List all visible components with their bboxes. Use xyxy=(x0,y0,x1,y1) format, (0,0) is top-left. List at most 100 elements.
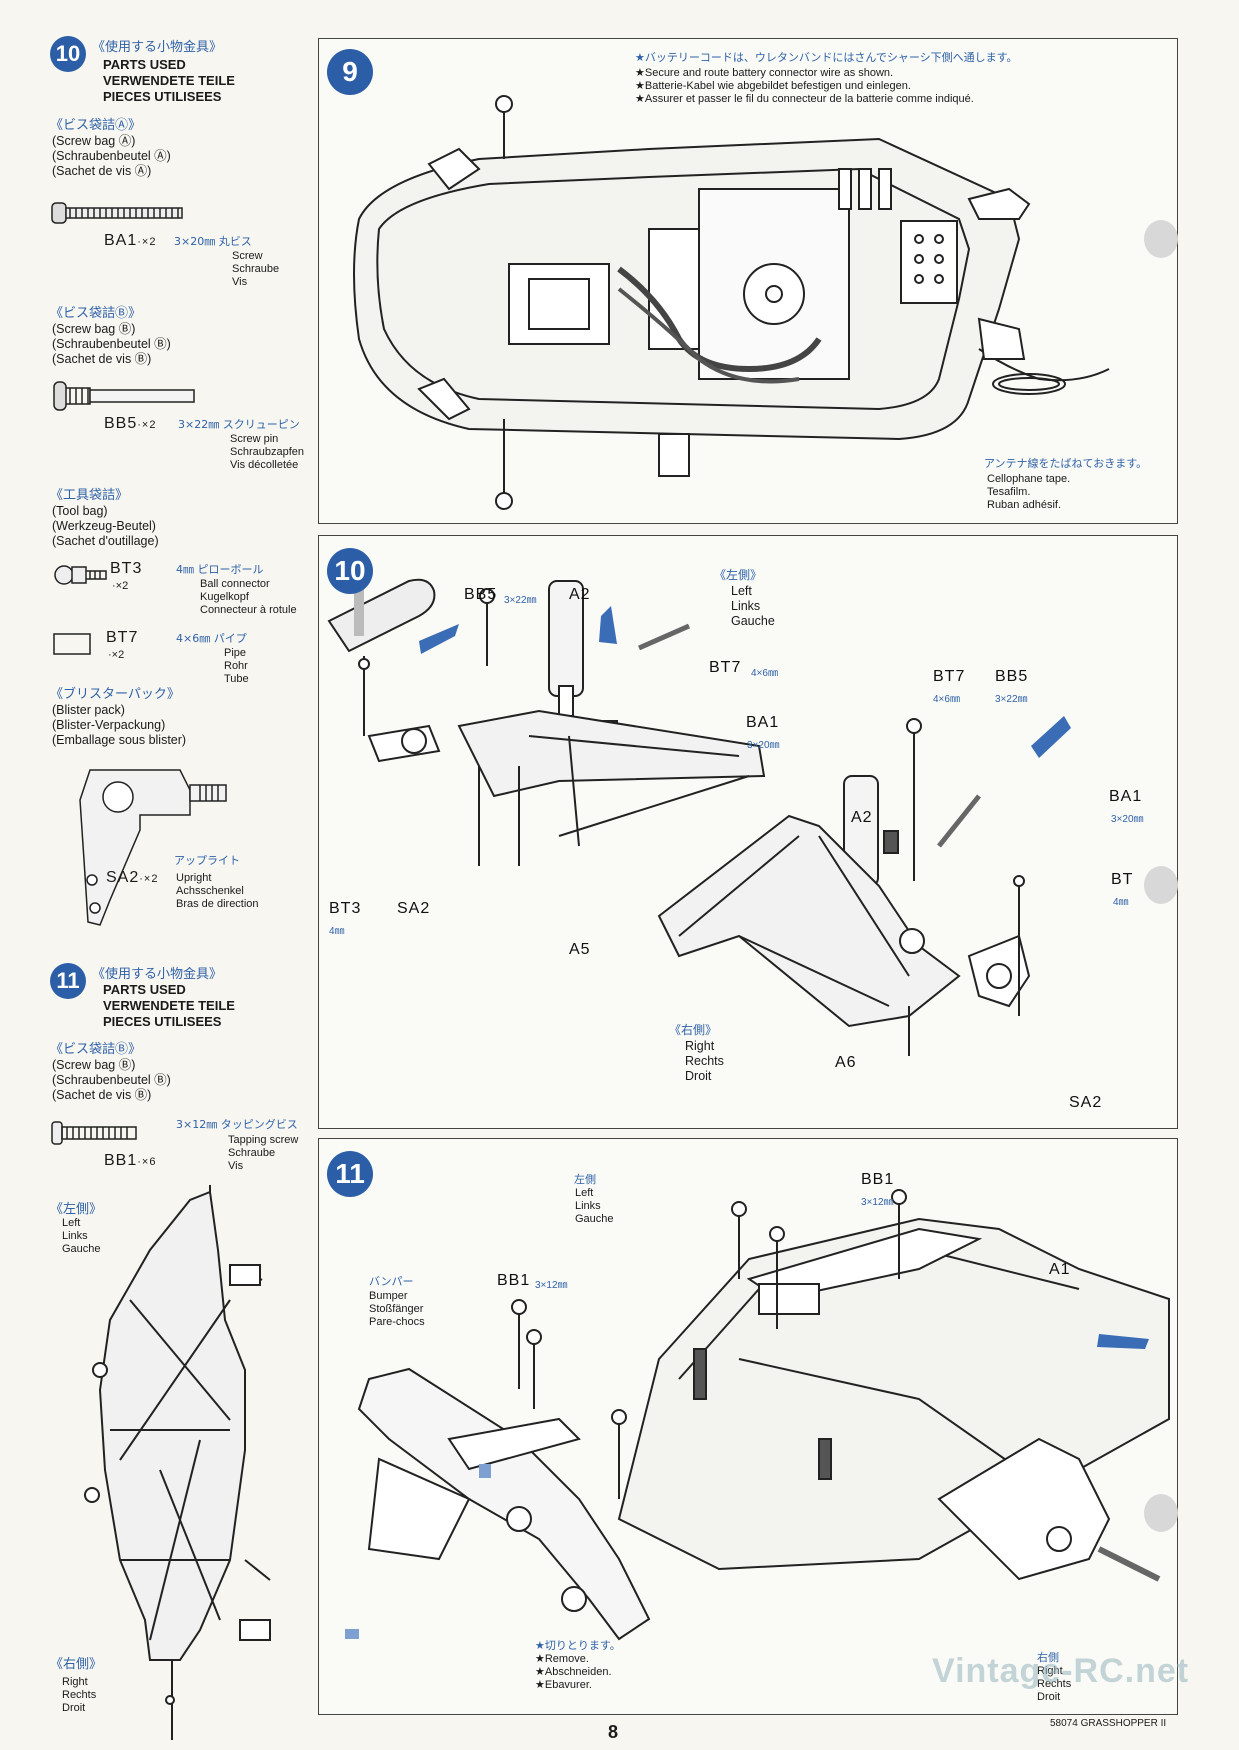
parts-used-jp: 《使用する小物金具》 xyxy=(92,40,223,55)
step-10-panel: 10 《左側》 Left Links Gauche BB5 3×22㎜ A2 B… xyxy=(318,535,1178,1129)
left-side-text: Left Links Gauche xyxy=(62,1217,101,1255)
label-a1: A1 xyxy=(1049,1261,1071,1278)
page-number: 8 xyxy=(608,1722,619,1742)
label-bb5: BB5 xyxy=(464,586,498,603)
bt7-spec-jp: 4×6㎜ パイプ xyxy=(176,632,247,645)
bt3-code: BT3 xyxy=(110,560,143,577)
parts-used-fr: PIECES UTILISEES xyxy=(103,89,222,104)
watermark: Vintage-RC.net xyxy=(932,1652,1190,1690)
label-ba1-spec: 3×20㎜ xyxy=(747,740,780,751)
bb1-code: BB1·×6 xyxy=(104,1152,157,1169)
label-bb5-spec: 3×22㎜ xyxy=(504,595,537,606)
bb5-pin-drawing xyxy=(53,381,195,411)
binder-hole-top xyxy=(1144,220,1178,258)
screw-bag-a-text: (Screw bag Ⓐ) (Schraubenbeutel Ⓐ) (Sache… xyxy=(52,134,171,178)
ba1-names: Screw Schraube Vis xyxy=(232,250,280,288)
binder-hole-middle xyxy=(1144,866,1178,904)
sa2-names: Upright Achsschenkel Bras de direction xyxy=(176,872,259,910)
bumper-label: Bumper Stoßfänger Pare-chocs xyxy=(369,1290,425,1328)
label-sa2-right: SA2 xyxy=(1069,1094,1103,1111)
step-11-badge: 11 xyxy=(50,963,86,999)
ba1-code: BA1·×2 xyxy=(104,232,157,249)
label-a5: A5 xyxy=(569,941,591,958)
left-label: Left Links Gauche xyxy=(731,584,775,628)
antenna-note-jp: アンテナ線をたばねておきます。 xyxy=(984,457,1148,470)
label-bb1-top-spec: 3×12㎜ xyxy=(861,1197,894,1208)
right-side-text: Right Rechts Droit xyxy=(62,1676,97,1714)
label-bb5-right: BB5 xyxy=(995,668,1029,685)
label-bb1: BB1 xyxy=(497,1272,531,1289)
parts-used-11-de: VERWENDETE TEILE xyxy=(103,998,235,1013)
screw-bag-a-jp: 《ビス袋詰Ⓐ》 xyxy=(50,118,142,133)
left-side-jp: 《左側》 xyxy=(50,1202,103,1217)
sa2-code: SA2·×2 xyxy=(106,869,159,886)
bt7-qty: ·×2 xyxy=(108,649,125,661)
label-bt7-right-spec: 4×6㎜ xyxy=(933,694,960,705)
step-11-panel: 11 左側 Left Links Gauche バンパー Bumper Stoß… xyxy=(318,1138,1178,1715)
bb5-code: BB5·×2 xyxy=(104,415,157,432)
label-bt7-spec: 4×6㎜ xyxy=(751,668,778,679)
parts-used-11-jp: 《使用する小物金具》 xyxy=(92,967,223,982)
left-label-11-jp: 左側 xyxy=(574,1173,596,1186)
label-bt3: BT3 xyxy=(329,900,362,917)
bt7-names: Pipe Rohr Tube xyxy=(224,647,249,685)
ba1-screw-drawing xyxy=(51,202,183,224)
label-bb1-spec: 3×12㎜ xyxy=(535,1280,568,1291)
right-label: Right Rechts Droit xyxy=(685,1039,724,1083)
side-frame-drawing xyxy=(84,1185,271,1740)
left-label-11: Left Links Gauche xyxy=(575,1187,614,1225)
screw-bag-b-11-text: (Screw bag Ⓑ) (Schraubenbeutel Ⓑ) (Sache… xyxy=(52,1058,171,1102)
bb1-names: Tapping screw Schraube Vis xyxy=(228,1134,299,1172)
label-bt7-right: BT7 xyxy=(933,668,966,685)
bumper-drawing xyxy=(345,1189,1170,1641)
bt7-pipe-drawing xyxy=(53,633,91,655)
ba1-spec-jp: 3×20㎜ 丸ビス xyxy=(174,235,252,248)
blister-jp: 《ブリスターパック》 xyxy=(50,687,180,702)
label-bt3-right-spec: 4㎜ xyxy=(1113,897,1129,908)
label-bb1-top: BB1 xyxy=(861,1171,895,1188)
bumper-jp: バンパー xyxy=(369,1275,414,1288)
bt3-spec-jp: 4㎜ ピローボール xyxy=(176,563,264,576)
parts-used-en: PARTS USED xyxy=(103,57,186,72)
battery-note-jp: ★バッテリーコードは、ウレタンバンドにはさんでシャーシ下側へ通します。 xyxy=(635,51,1018,64)
remove-label: ★Remove. ★Abschneiden. ★Ebavurer. xyxy=(535,1653,612,1691)
label-bt7: BT7 xyxy=(709,659,742,676)
bt3-names: Ball connector Kugelkopf Connecteur à ro… xyxy=(200,578,297,616)
label-bt3-right: BT xyxy=(1111,871,1134,888)
bb1-spec-jp: 3×12㎜ タッピングビス xyxy=(176,1118,298,1131)
parts-used-de: VERWENDETE TEILE xyxy=(103,73,235,88)
tool-bag-text: (Tool bag) (Werkzeug-Beutel) (Sachet d'o… xyxy=(52,504,159,548)
screw-bag-b-text: (Screw bag Ⓑ) (Schraubenbeutel Ⓑ) (Sache… xyxy=(52,322,171,366)
right-label-11: Right Rechts Droit xyxy=(1037,1665,1072,1703)
step-10-badge: 10 xyxy=(50,36,86,72)
screw-bag-b-11-jp: 《ビス袋詰Ⓑ》 xyxy=(50,1042,142,1057)
parts-used-11-en: PARTS USED xyxy=(103,982,186,997)
label-a2-right: A2 xyxy=(851,809,873,826)
right-label-11-jp: 右側 xyxy=(1037,1651,1059,1664)
kit-code: 58074 GRASSHOPPER II xyxy=(1050,1718,1167,1729)
tape-note: Cellophane tape. Tesafilm. Ruban adhésif… xyxy=(987,473,1071,511)
step-9-panel: 9 ★バッテリーコードは、ウレタンバンドにはさんでシャーシ下側へ通します。 ★S… xyxy=(318,38,1178,524)
label-a2: A2 xyxy=(569,586,591,603)
bb5-names: Screw pin Schraubzapfen Vis décolletée xyxy=(230,433,304,471)
binder-hole-bottom xyxy=(1144,1494,1178,1532)
label-ba1-right: BA1 xyxy=(1109,788,1143,805)
remove-jp: ★切りとります。 xyxy=(535,1639,621,1652)
bb5-spec-jp: 3×22㎜ スクリューピン xyxy=(178,418,300,431)
chassis-top-view-drawing xyxy=(353,95,1110,510)
tool-bag-jp: 《工具袋詰》 xyxy=(50,488,129,503)
step-10-panel-badge: 10 xyxy=(327,548,373,594)
label-bt3-spec: 4㎜ xyxy=(329,926,345,937)
screw-bag-b-jp: 《ビス袋詰Ⓑ》 xyxy=(50,306,142,321)
step-9-badge: 9 xyxy=(327,49,373,95)
sa2-spec-jp: アップライト xyxy=(174,854,240,867)
bt3-qty: ·×2 xyxy=(112,580,129,592)
parts-used-11-fr: PIECES UTILISEES xyxy=(103,1014,222,1029)
bt7-code: BT7 xyxy=(106,629,139,646)
label-ba1-right-spec: 3×20㎜ xyxy=(1111,814,1144,825)
label-a6: A6 xyxy=(835,1054,857,1071)
label-sa2: SA2 xyxy=(397,900,431,917)
label-ba1: BA1 xyxy=(746,714,780,731)
right-label-jp: 《右側》 xyxy=(669,1023,718,1037)
battery-notes: ★Secure and route battery connector wire… xyxy=(635,67,974,105)
